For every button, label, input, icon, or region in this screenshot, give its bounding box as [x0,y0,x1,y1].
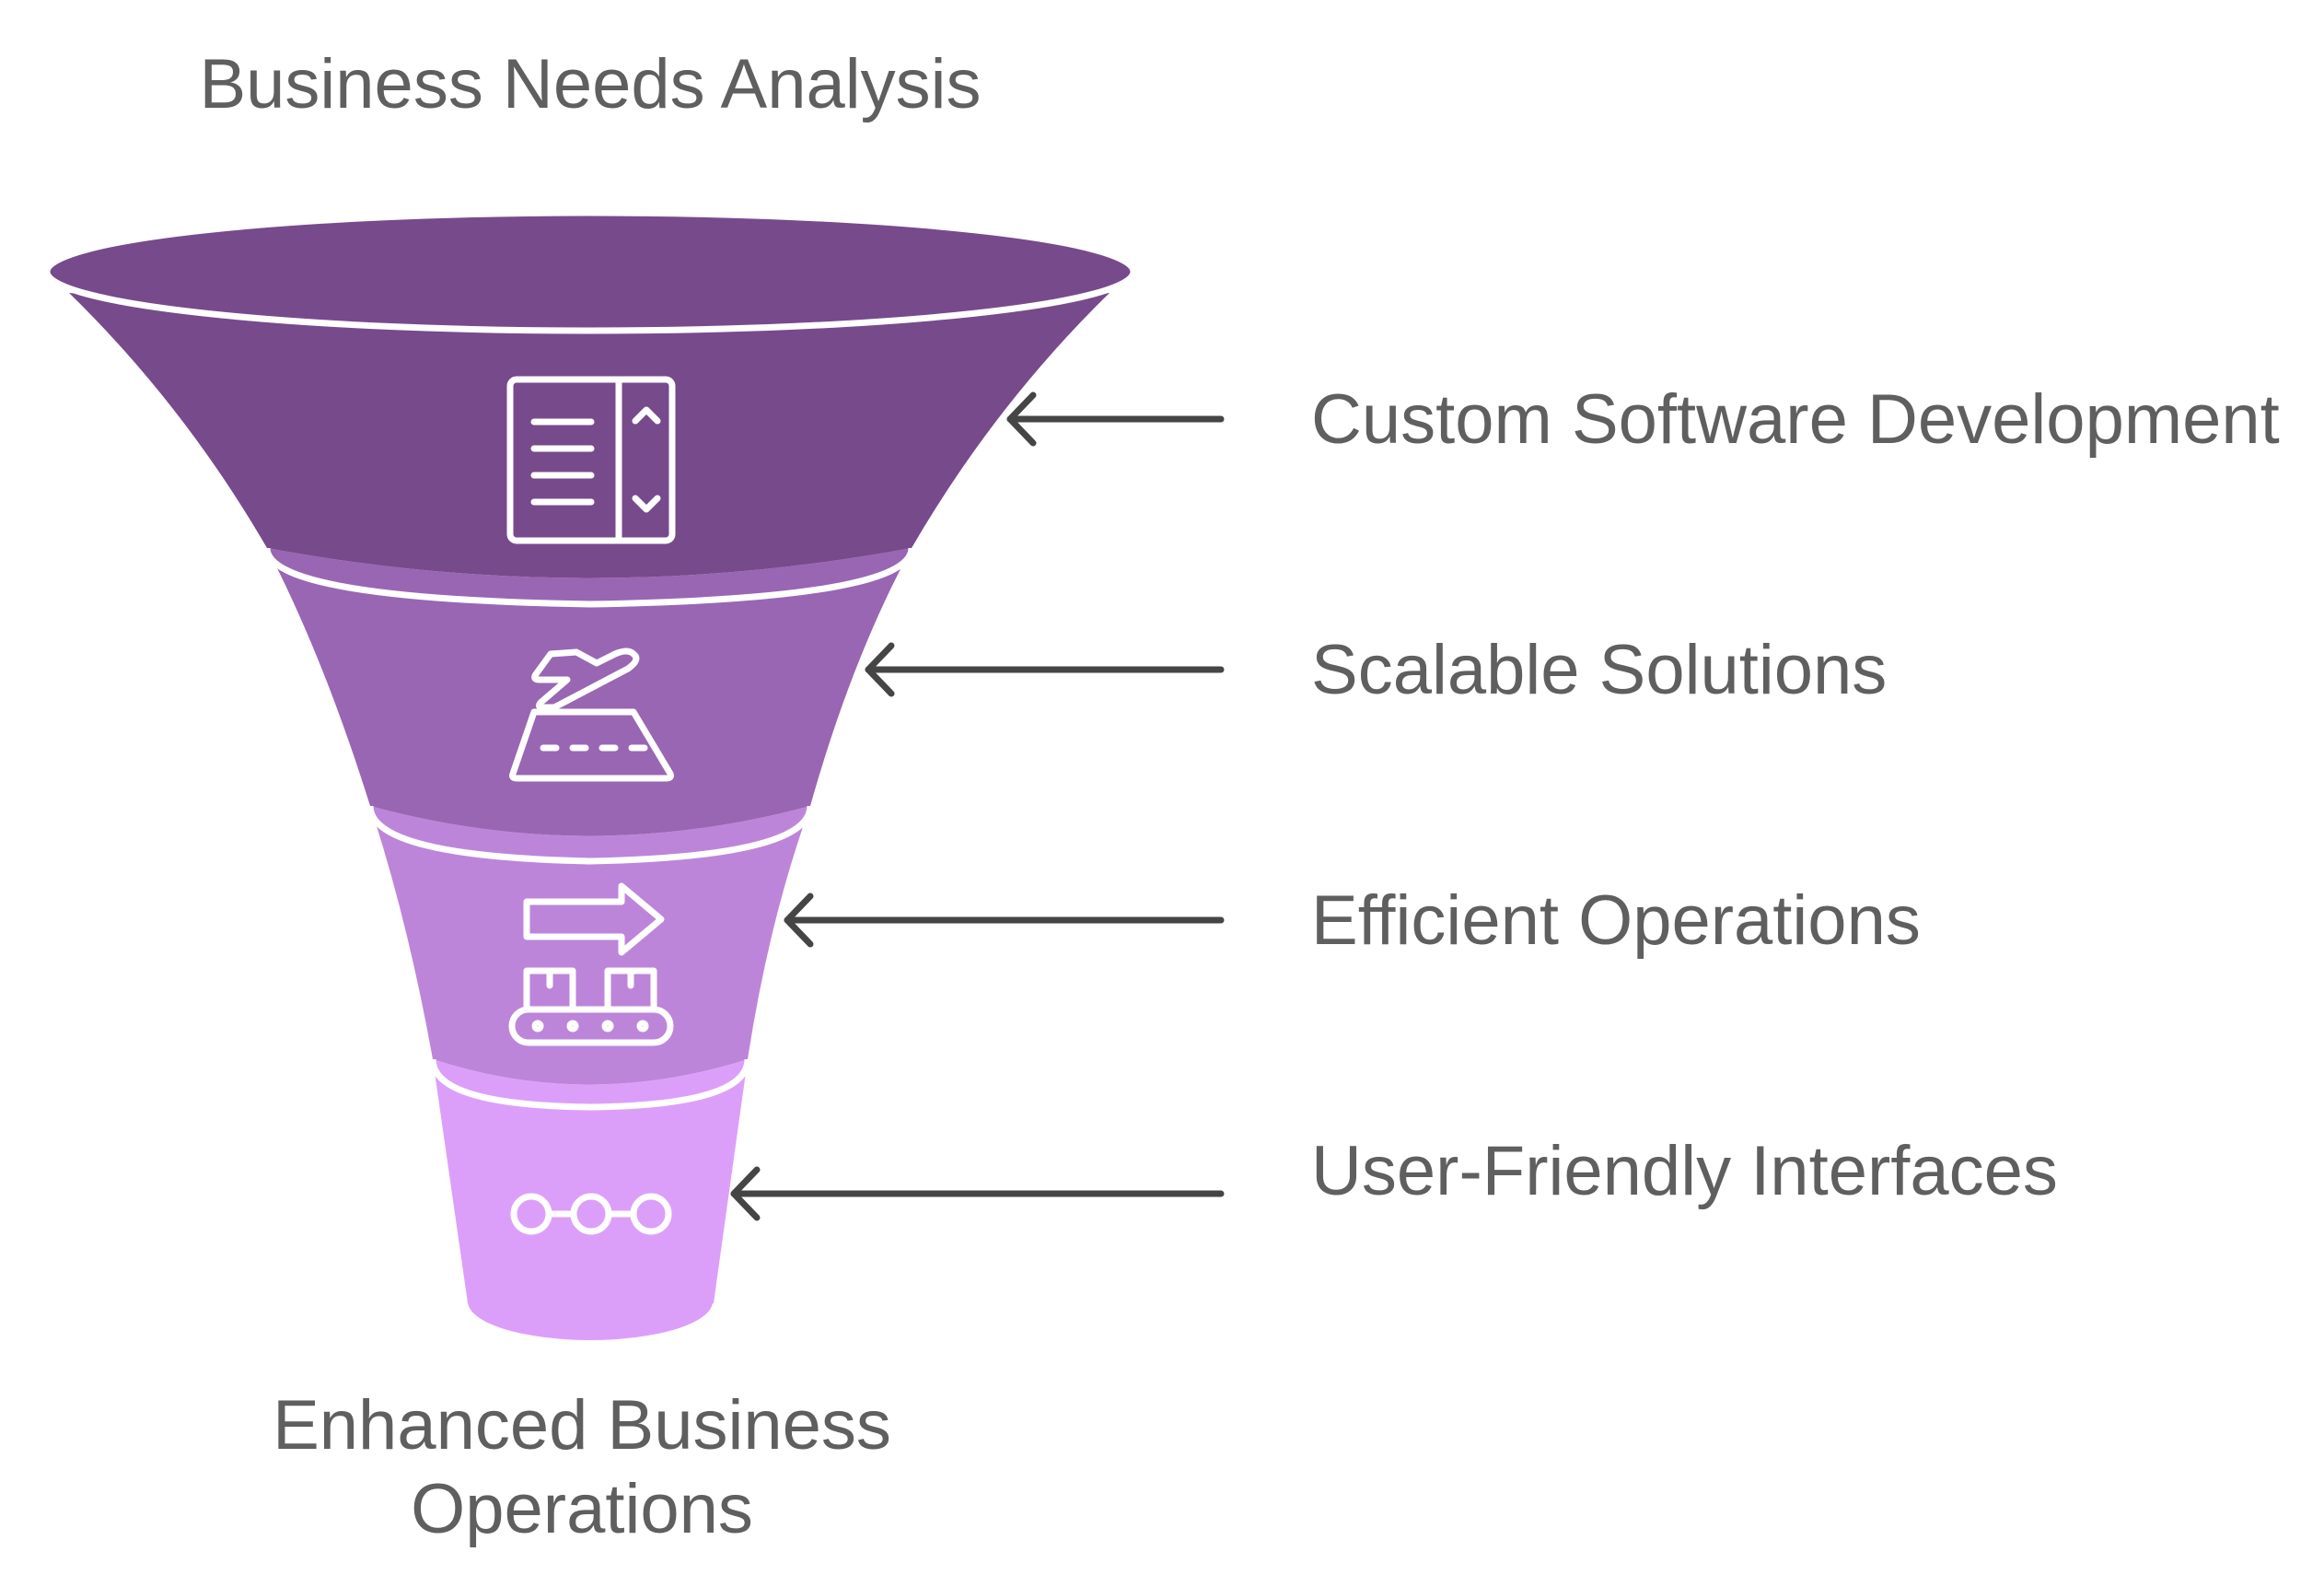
conveyor-arrow-icon [508,882,674,1046]
airplane-landing-icon [509,648,674,782]
funnel-rim [43,209,1137,334]
arrow-stage-3 [784,892,1225,948]
list-scroll-icon [506,376,676,544]
arrow-stage-4 [730,1166,1225,1221]
stage-divider-3 [429,1058,751,1111]
stage-divider-1 [263,547,915,608]
stage-label-4: User-Friendly Interfaces [1311,1132,2058,1210]
stage-label-2: Scalable Solutions [1311,631,1887,709]
bottom-label-line-2: Operations [411,1470,753,1548]
stage-label-3: Efficient Operations [1311,881,1921,960]
connected-dots-icon [510,1193,672,1235]
funnel-stage-3 [370,806,810,1085]
funnel-bottom-cap [468,1263,713,1340]
arrow-stage-2 [865,642,1225,697]
arrow-stage-1 [1006,391,1225,447]
bottom-label-line-1: Enhanced Business [273,1386,891,1464]
stage-label-1: Custom Software Development [1311,380,2280,459]
top-label: Business Needs Analysis [199,45,981,123]
funnel-stage-1 [69,293,1110,578]
stage-divider-2 [366,805,814,865]
